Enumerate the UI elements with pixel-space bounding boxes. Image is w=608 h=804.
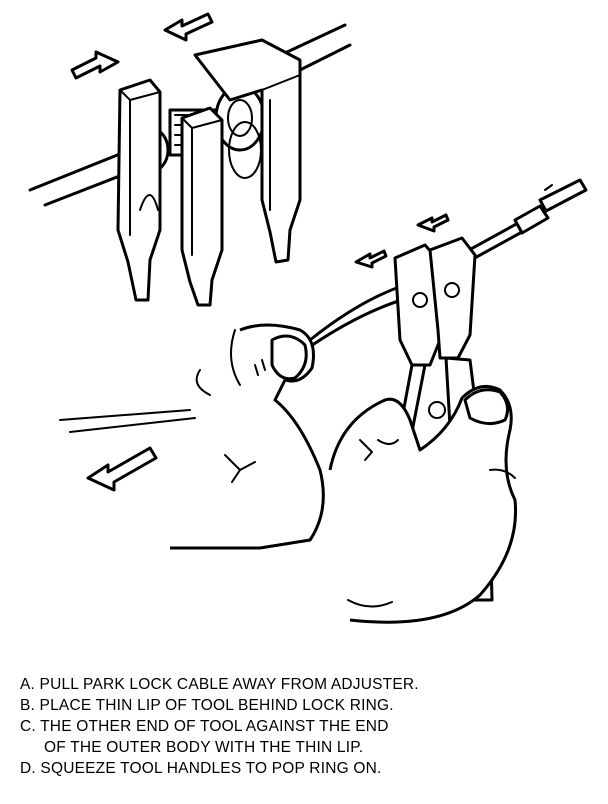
instruction-steps: A. PULL PARK LOCK CABLE AWAY FROM ADJUST… [20, 674, 605, 779]
step-a-text: A. PULL PARK LOCK CABLE AWAY FROM ADJUST… [20, 676, 419, 693]
step-d-text: D. SQUEEZE TOOL HANDLES TO POP RING ON. [20, 760, 382, 777]
step-b-text: B. PLACE THIN LIP OF TOOL BEHIND LOCK RI… [20, 697, 394, 714]
small-arrow-icon [416, 213, 450, 233]
step-b: B. PLACE THIN LIP OF TOOL BEHIND LOCK RI… [20, 695, 605, 716]
tool-jaw-detail [28, 12, 352, 307]
small-arrow-icon [354, 249, 388, 269]
step-d: D. SQUEEZE TOOL HANDLES TO POP RING ON. [20, 758, 605, 779]
step-c-text: C. THE OTHER END OF TOOL AGAINST THE END [20, 718, 389, 735]
arrow-left-icon [163, 12, 214, 42]
arrow-right-icon [70, 50, 120, 80]
step-c-text-continued: OF THE OUTER BODY WITH THE THIN LIP. [44, 739, 364, 756]
step-a: A. PULL PARK LOCK CABLE AWAY FROM ADJUST… [20, 674, 605, 695]
hands-with-tool [59, 178, 588, 624]
step-c: C. THE OTHER END OF TOOL AGAINST THE END… [20, 716, 605, 758]
pull-arrow-icon [86, 446, 158, 492]
cable-tool-illustration [28, 12, 588, 624]
